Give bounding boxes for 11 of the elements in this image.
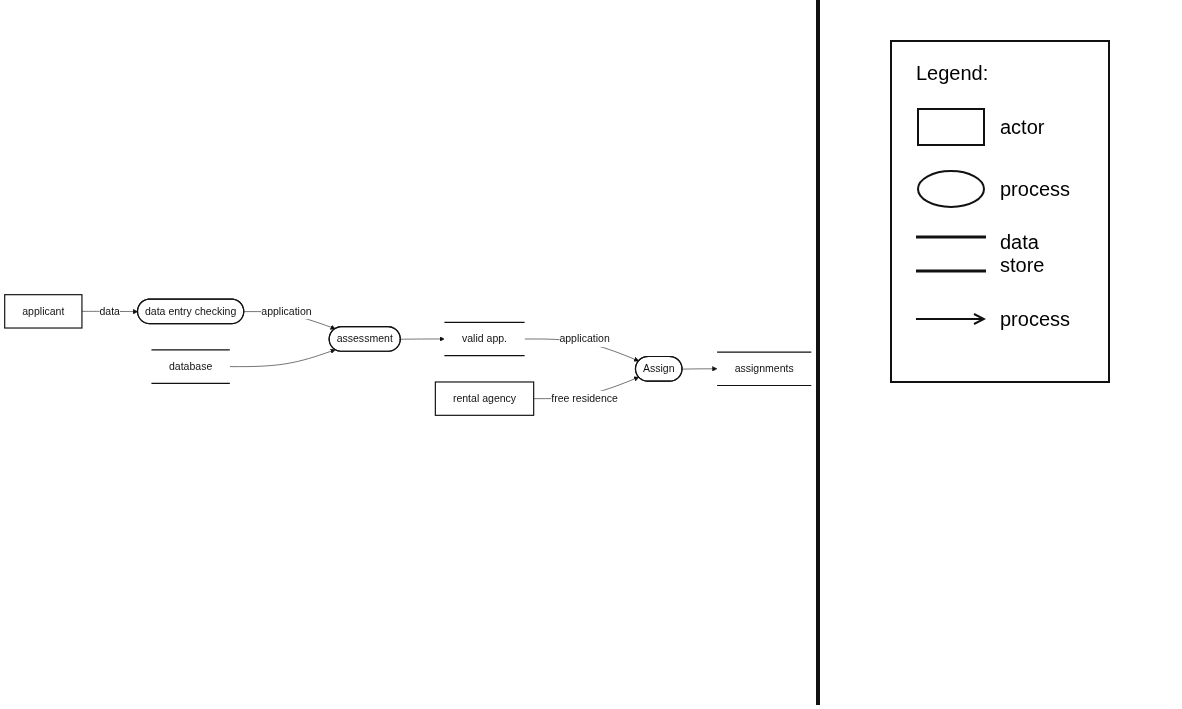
- edge-label: application: [261, 304, 312, 317]
- legend-title: Legend:: [916, 62, 990, 85]
- legend-text: actor: [1000, 115, 1045, 139]
- edge-label: free residence: [551, 392, 618, 404]
- legend-text: process: [1000, 307, 1071, 331]
- edge-label: application: [559, 332, 610, 345]
- node-box: applicant: [4, 293, 83, 329]
- node-box: rental agency: [434, 380, 535, 416]
- edge-label: data: [99, 304, 120, 317]
- legend-text: data store: [1000, 231, 1046, 277]
- legend-text: process: [1000, 177, 1071, 201]
